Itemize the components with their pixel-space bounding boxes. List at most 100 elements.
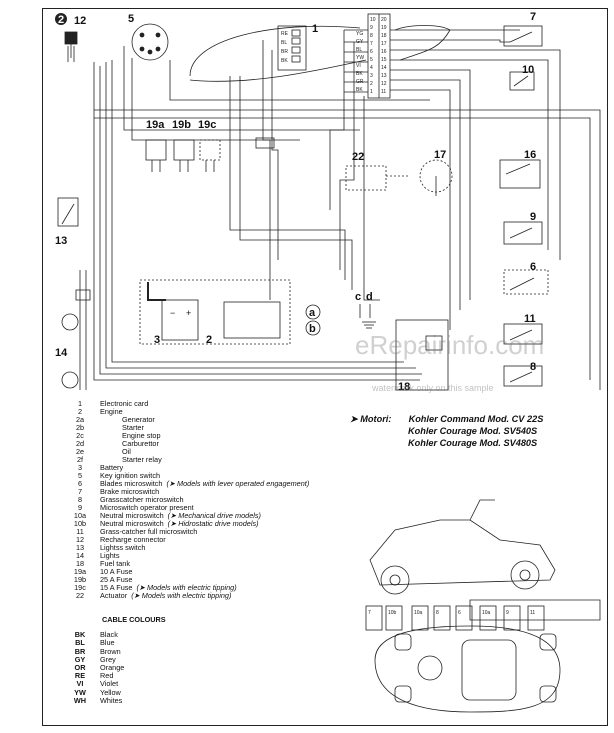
watermark-note: watermark only on this sample: [372, 383, 494, 393]
ref-12: 12: [74, 15, 86, 27]
legend-number: 9: [77, 503, 83, 512]
legend-text: Microswitch operator present: [100, 503, 194, 512]
legend-text: Grasscatcher microswitch: [100, 495, 184, 504]
connector-wire-label: VI: [356, 63, 361, 69]
legend-note: (➤ Models with lever operated engagement…: [166, 479, 310, 488]
ref-d: d: [366, 291, 373, 303]
tractor-illustration: [369, 499, 601, 713]
ref-c: c: [355, 291, 361, 303]
light-bottom-symbol: [61, 371, 79, 389]
cable-code: GY: [74, 654, 86, 664]
svg-text:14: 14: [55, 347, 68, 359]
right-microswitches: [499, 25, 549, 387]
legend-row: 2c Engine stop: [60, 432, 309, 440]
cable-colour-row: YW Yellow: [60, 687, 166, 697]
lights-switch-symbol: [57, 197, 79, 227]
tractor-switch-label: 9: [506, 610, 509, 616]
connector-wire-label: BK: [356, 71, 363, 77]
engine-relay-symbol: [223, 301, 281, 339]
connector-pin-label: 5: [370, 57, 373, 63]
tractor-switch-label: 7: [368, 610, 371, 616]
legend-number: 2a: [75, 415, 85, 424]
motori-label: ➤ Motori:: [350, 414, 392, 424]
cable-code: VI: [76, 679, 84, 689]
motori-line-1: Kohler Command Mod. CV 22S: [408, 414, 544, 424]
legend-number: 2c: [76, 431, 84, 440]
legend-text: 25 A Fuse: [100, 575, 133, 584]
connector-wire-label: GR: [356, 79, 364, 85]
connector-pin-label: 3: [370, 73, 373, 79]
legend-text: Fuel tank: [100, 559, 131, 568]
connector-pin-label: 7: [370, 41, 373, 47]
fuse-block: [145, 139, 221, 172]
ref-1: 1: [312, 23, 318, 35]
connector-pin-label: 4: [370, 65, 373, 71]
svg-text:13: 13: [55, 235, 67, 247]
connector-pin-label: 2: [370, 81, 373, 87]
motori-line-3: Kohler Courage Mod. SV480S: [408, 438, 538, 448]
legend-number: 3: [77, 463, 83, 472]
legend-text: Battery: [100, 463, 124, 472]
bus-relay: [255, 137, 275, 149]
svg-text:6: 6: [530, 261, 536, 273]
ref-7: 7: [530, 11, 536, 23]
svg-text:11: 11: [524, 313, 536, 325]
connector-pin-label: 8: [370, 33, 373, 39]
connector-pin-label: 6: [370, 49, 373, 55]
connector-pin-label: 11: [381, 89, 386, 95]
actuator-symbol: [345, 165, 387, 191]
small-connector-wire-label: BR: [281, 49, 288, 55]
tractor-switch-label: 10b: [388, 610, 397, 616]
legend-number: 10a: [73, 511, 87, 520]
watermark: eRepairinfo.com: [355, 330, 545, 360]
cable-colour-name: Black: [100, 630, 118, 640]
legend-text: Engine stop: [122, 431, 161, 440]
legend-text: Neutral microswitch: [100, 519, 164, 528]
legend-note: (➤ Models with electric tipping): [131, 591, 232, 600]
connector-pin-label: 10: [370, 17, 376, 23]
svg-text:19a: 19a: [146, 119, 165, 131]
svg-text:−: −: [170, 308, 175, 318]
terminal-b: [305, 320, 321, 336]
connector-wire-label: GY: [356, 39, 364, 45]
svg-text:19b: 19b: [172, 119, 191, 131]
connector-pin-label: 9: [370, 25, 373, 31]
legend-number: 12: [75, 535, 85, 544]
connector-pin-label: 12: [381, 81, 387, 87]
tractor-switch-row: [365, 605, 545, 631]
connector-pin-label: 14: [381, 65, 387, 71]
tractor-switch-label: 11: [530, 610, 535, 616]
cable-code: YW: [74, 687, 86, 697]
cable-code: BR: [74, 646, 86, 656]
connector-pin-label: 18: [381, 33, 387, 39]
cable-colour-name: Yellow: [100, 687, 121, 697]
legend-text: Carburettor: [122, 439, 159, 448]
connector-pin-label: 15: [381, 57, 387, 63]
svg-text:a: a: [309, 307, 316, 319]
connector-pin-label: 17: [381, 41, 387, 47]
recharge-connector-symbol: [64, 31, 78, 45]
legend-number: 19a: [73, 567, 87, 576]
